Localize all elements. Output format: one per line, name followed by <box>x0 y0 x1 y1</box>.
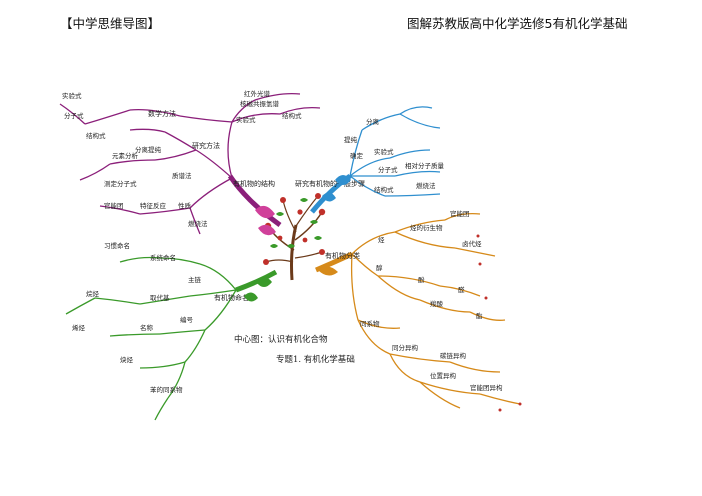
svg-text:同系物: 同系物 <box>360 319 380 328</box>
svg-text:燃烧法: 燃烧法 <box>188 219 208 228</box>
orange-branch <box>315 212 521 409</box>
svg-text:有机物的结构: 有机物的结构 <box>233 179 275 188</box>
header-left-title: 【中学思维导图】 <box>60 16 161 31</box>
svg-text:提纯: 提纯 <box>344 135 358 144</box>
svg-text:酯: 酯 <box>476 312 483 320</box>
svg-text:官能团: 官能团 <box>104 201 124 210</box>
svg-text:测定分子式: 测定分子式 <box>104 179 137 188</box>
green-leaves <box>244 277 272 302</box>
svg-text:官能团: 官能团 <box>450 209 470 218</box>
svg-text:同分异构: 同分异构 <box>392 343 419 352</box>
svg-text:结构式: 结构式 <box>374 185 394 194</box>
svg-text:数学方法: 数学方法 <box>148 109 176 118</box>
svg-text:主链: 主链 <box>188 275 202 284</box>
magenta-leaves <box>255 205 276 236</box>
svg-text:习惯命名: 习惯命名 <box>104 241 130 250</box>
svg-text:烃的衍生物: 烃的衍生物 <box>410 223 443 232</box>
svg-text:炔烃: 炔烃 <box>120 355 134 364</box>
center-label: 中心图：认识有机化合物 <box>234 334 328 345</box>
svg-text:分子式: 分子式 <box>64 111 84 120</box>
svg-text:相对分子质量: 相对分子质量 <box>405 161 445 170</box>
svg-text:苯的同系物: 苯的同系物 <box>150 385 183 394</box>
svg-text:烷烃: 烷烃 <box>86 289 100 298</box>
purple-branch-labels: 有机物的结构 数学方法 研究方法 分离提纯 元素分析 测定分子式 质谱法 核磁共… <box>62 89 302 228</box>
svg-text:有机物分类: 有机物分类 <box>325 251 360 260</box>
svg-text:分离提纯: 分离提纯 <box>135 145 162 154</box>
svg-text:质谱法: 质谱法 <box>172 171 192 180</box>
svg-text:编号: 编号 <box>180 315 194 324</box>
center-subtitle: 专题1. 有机化学基础 <box>276 354 355 365</box>
svg-text:元素分析: 元素分析 <box>112 151 139 160</box>
svg-text:特征反应: 特征反应 <box>140 201 167 210</box>
orange-branch-labels: 有机物分类 烃 烃的衍生物 官能团 卤代烃 醇 酚 醛 羧酸 酯 同系物 同分异… <box>325 209 503 392</box>
purple-branch <box>59 92 321 235</box>
svg-text:醇: 醇 <box>376 263 383 272</box>
svg-text:取代基: 取代基 <box>150 293 170 302</box>
svg-text:结构式: 结构式 <box>282 111 302 120</box>
orange-leaves <box>318 266 338 276</box>
svg-text:碳链异构: 碳链异构 <box>440 351 467 360</box>
svg-text:实验式: 实验式 <box>374 147 394 156</box>
svg-text:核磁共振氢谱: 核磁共振氢谱 <box>240 99 280 108</box>
header-right-title: 图解苏教版高中化学选修5有机化学基础 <box>407 16 628 31</box>
blue-branch-labels: 研究有机物的一般步骤 分离 提纯 确定 实验式 分子式 结构式 燃烧法 相对分子… <box>295 117 445 194</box>
svg-text:实验式: 实验式 <box>236 115 256 124</box>
svg-text:羧酸: 羧酸 <box>430 299 444 308</box>
svg-text:性质: 性质 <box>178 201 192 210</box>
svg-text:研究方法: 研究方法 <box>192 141 220 150</box>
red-marks <box>476 234 522 412</box>
svg-text:烃: 烃 <box>378 236 385 244</box>
svg-text:酚: 酚 <box>418 275 425 284</box>
svg-text:分离: 分离 <box>366 117 380 126</box>
svg-text:有机物命名: 有机物命名 <box>214 293 249 302</box>
svg-text:确定: 确定 <box>350 151 364 160</box>
svg-text:烯烃: 烯烃 <box>72 323 86 332</box>
svg-text:分子式: 分子式 <box>378 165 398 174</box>
svg-text:实验式: 实验式 <box>62 91 82 100</box>
green-branch-labels: 有机物命名 习惯命名 系统命名 主链 取代基 编号 名称 烷烃 烯烃 炔烃 苯的… <box>72 241 249 394</box>
svg-text:名称: 名称 <box>140 323 154 332</box>
svg-text:燃烧法: 燃烧法 <box>416 181 436 190</box>
svg-text:官能团异构: 官能团异构 <box>470 383 503 392</box>
svg-text:位置异构: 位置异构 <box>430 371 457 380</box>
svg-text:系统命名: 系统命名 <box>150 253 176 262</box>
svg-text:卤代烃: 卤代烃 <box>462 239 482 248</box>
svg-text:红外光谱: 红外光谱 <box>244 89 271 98</box>
svg-text:研究有机物的一般步骤: 研究有机物的一般步骤 <box>295 179 365 188</box>
svg-text:结构式: 结构式 <box>86 131 106 140</box>
blue-leaves <box>322 175 351 202</box>
svg-text:醛: 醛 <box>458 285 465 294</box>
